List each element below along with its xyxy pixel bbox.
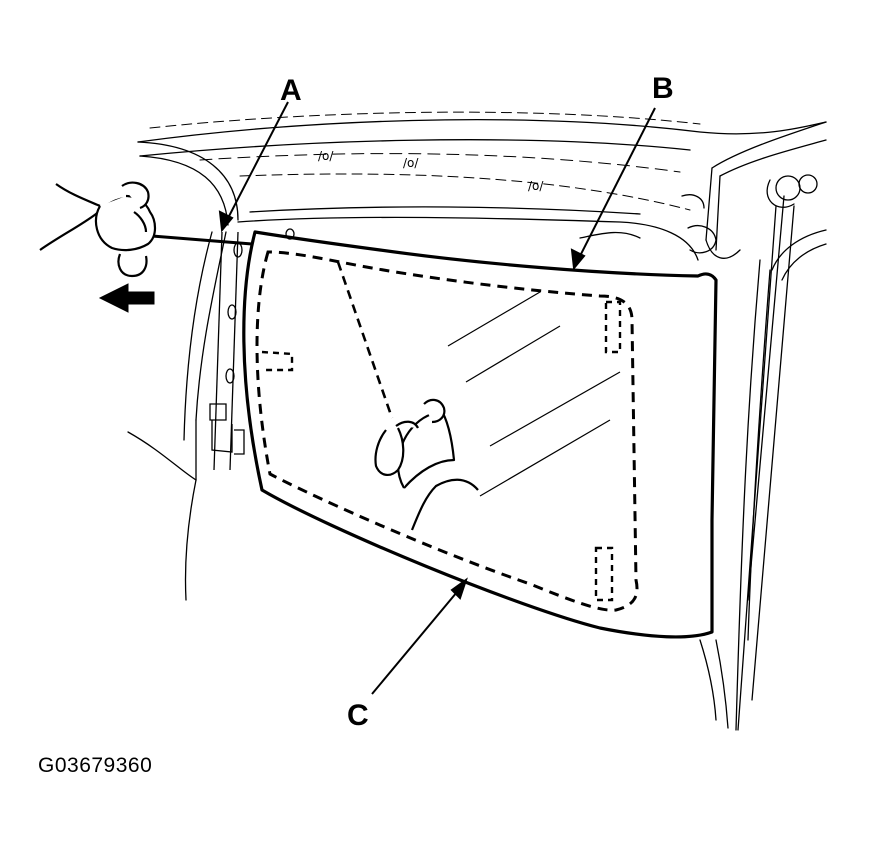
window-glass (242, 230, 718, 639)
figure-code: G03679360 (38, 754, 153, 777)
pull-arrow-icon (98, 283, 155, 313)
cutting-wire (151, 234, 253, 246)
svg-text:/o/: /o/ (528, 179, 544, 193)
callout-label-a: A (280, 74, 302, 107)
svg-text:/o/: /o/ (318, 149, 334, 163)
svg-text:/o/: /o/ (403, 156, 419, 170)
hand-icon (374, 398, 479, 531)
callout-leaders (218, 101, 656, 695)
cutting-wire-inner (336, 261, 394, 419)
hand-icon (39, 181, 157, 278)
window-clips (261, 300, 622, 602)
adhesive-bead-outline (255, 250, 639, 612)
rear-pillar (209, 228, 295, 471)
callout-label-c: C (347, 699, 369, 732)
callout-label-b: B (652, 72, 674, 105)
vehicle-body-outline: /o/ /o/ /o/ (127, 111, 827, 731)
glass-reflection (447, 291, 621, 497)
